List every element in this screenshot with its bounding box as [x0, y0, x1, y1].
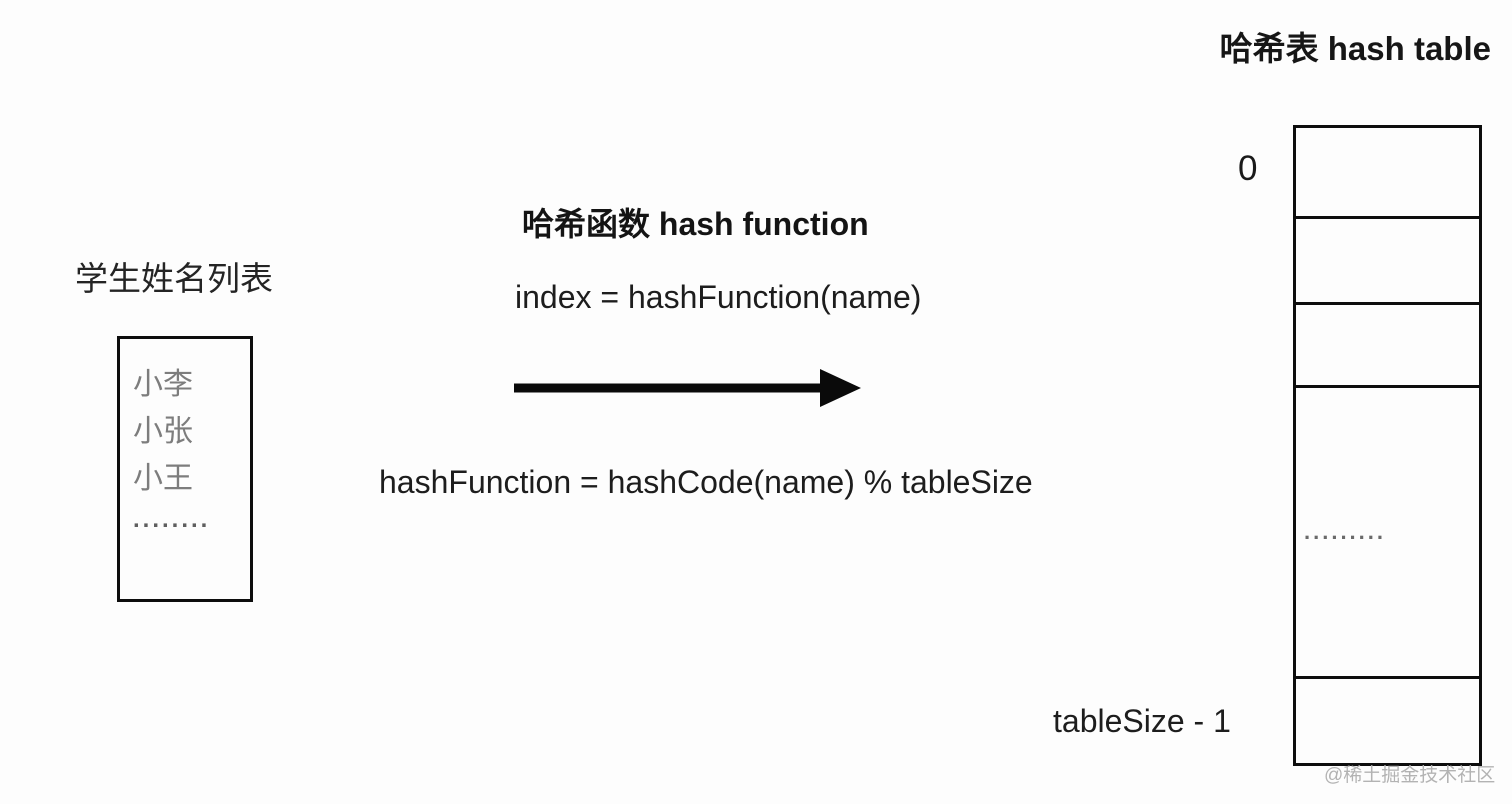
- student-list-label: 学生姓名列表: [75, 260, 273, 297]
- watermark: @稀土掘金技术社区: [1324, 765, 1496, 786]
- hash-table-grid: .........: [1293, 125, 1482, 766]
- student-name: 小张: [133, 415, 193, 448]
- definition-formula: hashFunction = hashCode(name) % tableSiz…: [379, 464, 1033, 500]
- hash-table-cell: [1296, 679, 1479, 763]
- ellipsis-dots: ........: [133, 506, 211, 533]
- hash-table-cell: .........: [1296, 388, 1479, 679]
- student-name: 小李: [133, 368, 193, 401]
- arrow-right-icon: [514, 369, 861, 407]
- student-list-box: 小李 小张 小王 ........: [117, 336, 253, 602]
- hash-table-cell: [1296, 219, 1479, 305]
- hash-table-first-index: 0: [1238, 149, 1258, 188]
- hash-table-cell: [1296, 128, 1479, 219]
- hash-table-last-index: tableSize - 1: [1053, 703, 1231, 739]
- hash-table-cell: [1296, 305, 1479, 388]
- student-name: 小王: [133, 462, 193, 495]
- index-formula: index = hashFunction(name): [515, 279, 922, 315]
- ellipsis-dots: .........: [1304, 519, 1387, 544]
- hash-function-title: 哈希函数 hash function: [522, 206, 869, 242]
- hash-table-title: 哈希表 hash table: [1219, 30, 1491, 67]
- student-list-items: 小李 小张 小王 ........: [120, 339, 250, 534]
